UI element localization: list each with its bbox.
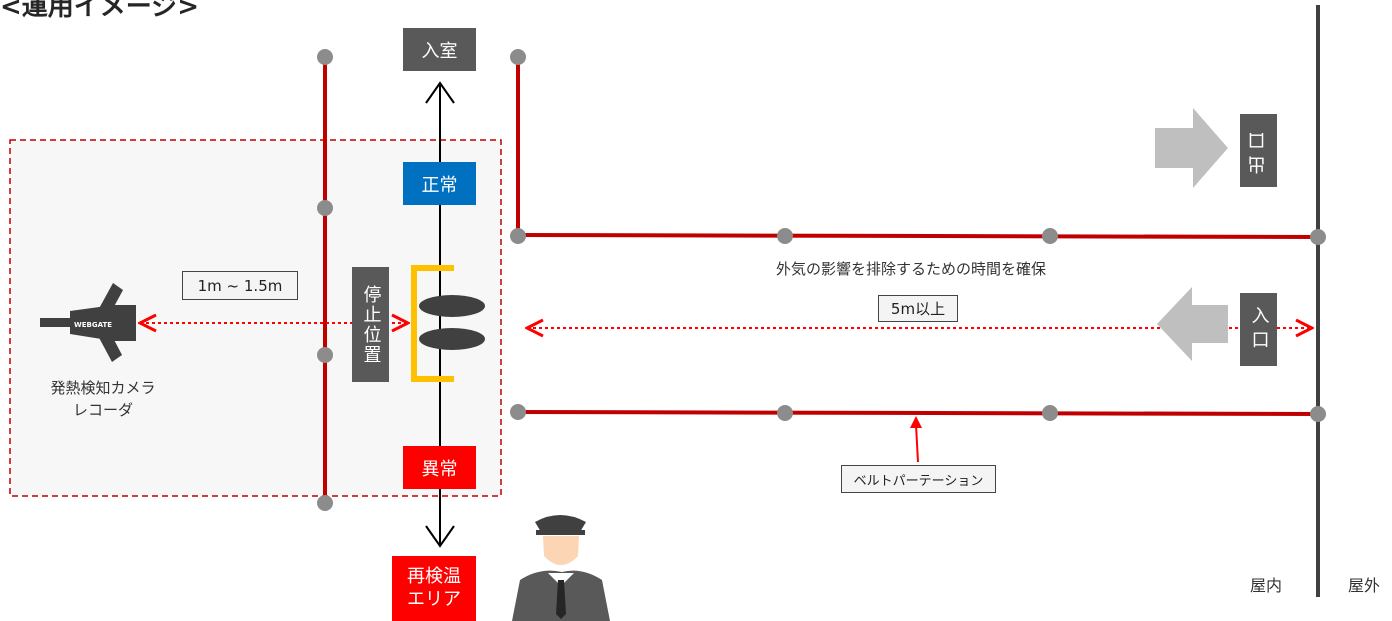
post [317, 49, 333, 65]
page-title: <運用イメージ> [0, 0, 200, 22]
post [777, 405, 793, 421]
recheck-area-box: 再検温 エリア [392, 556, 476, 621]
exit-arrow-icon [1155, 108, 1228, 188]
post [510, 404, 526, 420]
thermal-camera-icon: WEBGATE [40, 283, 136, 362]
post [1310, 229, 1326, 245]
belt-pointer-arrow [915, 424, 919, 463]
belt-partition-label: ベルトパーテーション [841, 465, 996, 493]
stop-bracket [411, 265, 454, 382]
barrier-bottom-horizontal [517, 410, 1319, 416]
distance-short-label: 1m ~ 1.5m [182, 271, 298, 300]
footprints-icon [419, 295, 485, 350]
post [1042, 228, 1058, 244]
stop-position-box: 停止位置 [352, 267, 389, 382]
barrier-posts [317, 49, 1326, 511]
post [1310, 406, 1326, 422]
entrance-box: 入口 [1240, 293, 1277, 366]
arrow-down-icon [425, 525, 455, 548]
indoor-label: 屋内 [1250, 576, 1283, 595]
post [510, 49, 526, 65]
enter-room-box: 入室 [403, 28, 476, 71]
camera-recorder-label: 発熱検知カメラ レコーダ [50, 379, 156, 419]
post [317, 495, 333, 511]
distance-long-label: 5m以上 [878, 295, 958, 322]
post [317, 200, 333, 216]
abnormal-box: 異常 [403, 446, 476, 489]
camera-brand-text: WEBGATE [74, 321, 112, 329]
guard-icon [512, 515, 610, 621]
barrier-top-horizontal [517, 233, 1319, 239]
belt-pointer-head [910, 416, 922, 428]
post [317, 347, 333, 363]
post [510, 228, 526, 244]
outdoor-label: 屋外 [1348, 576, 1381, 595]
exit-box: 出口 [1240, 114, 1277, 187]
outside-air-note: 外気の影響を排除するための時間を確保 [776, 260, 1047, 278]
entrance-arrow-icon [1157, 287, 1228, 361]
arrow-up-icon [425, 81, 455, 104]
normal-box: 正常 [403, 162, 476, 205]
post [777, 228, 793, 244]
post [1042, 405, 1058, 421]
